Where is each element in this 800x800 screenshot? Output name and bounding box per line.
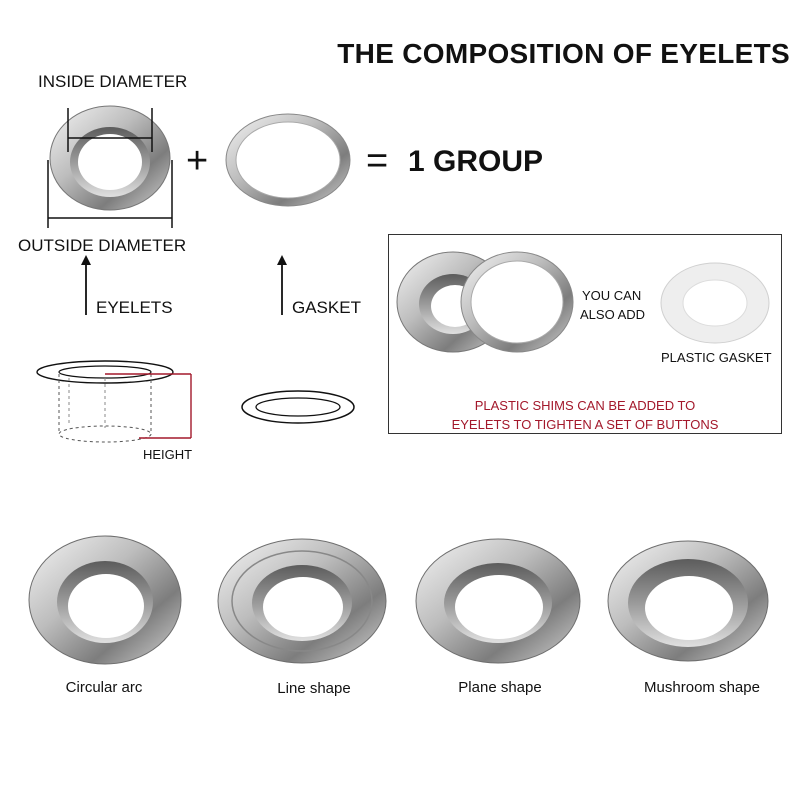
shape-label-circular-arc: Circular arc	[65, 679, 143, 696]
inside-diameter-label: INSIDE DIAMETER	[38, 72, 188, 91]
plane-shape-eyelet	[415, 538, 581, 664]
equals-sign: =	[366, 140, 389, 182]
also-add-label: ALSO ADD	[580, 307, 646, 322]
up-arrow-icon	[277, 255, 287, 315]
gasket-label: GASKET	[292, 298, 361, 317]
circular-arc-eyelet	[28, 535, 182, 665]
note-line-2: EYELETS TO TIGHTEN A SET OF BUTTONS	[451, 417, 719, 432]
gasket-diagram	[241, 390, 355, 424]
note-line-1: PLASTIC SHIMS CAN BE ADDED TO	[474, 398, 696, 413]
plus-sign: +	[186, 140, 209, 182]
shape-label-mushroom-shape: Mushroom shape	[644, 679, 760, 696]
gasket-photo	[225, 113, 351, 207]
eyelet-diagram	[36, 360, 192, 443]
plastic-gasket-label: PLASTIC GASKET	[661, 350, 772, 365]
shape-label-plane-shape: Plane shape	[458, 679, 542, 696]
you-can-label: YOU CAN	[582, 288, 642, 303]
plastic-gasket-box	[388, 234, 782, 434]
line-shape-eyelet	[217, 538, 387, 664]
shape-label-line-shape: Line shape	[277, 680, 351, 697]
eyelet-photo	[47, 105, 173, 228]
eyelet-and-gasket-photo	[396, 251, 574, 353]
eyelets-label: EYELETS	[96, 298, 173, 317]
plastic-gasket-photo	[660, 262, 770, 344]
outside-diameter-label: OUTSIDE DIAMETER	[18, 236, 187, 255]
group-label: 1 GROUP	[408, 145, 544, 178]
page-title: THE COMPOSITION OF EYELETS	[337, 38, 790, 69]
mushroom-shape-eyelet	[607, 540, 769, 662]
up-arrow-icon	[81, 255, 91, 315]
height-label: HEIGHT	[143, 447, 193, 462]
